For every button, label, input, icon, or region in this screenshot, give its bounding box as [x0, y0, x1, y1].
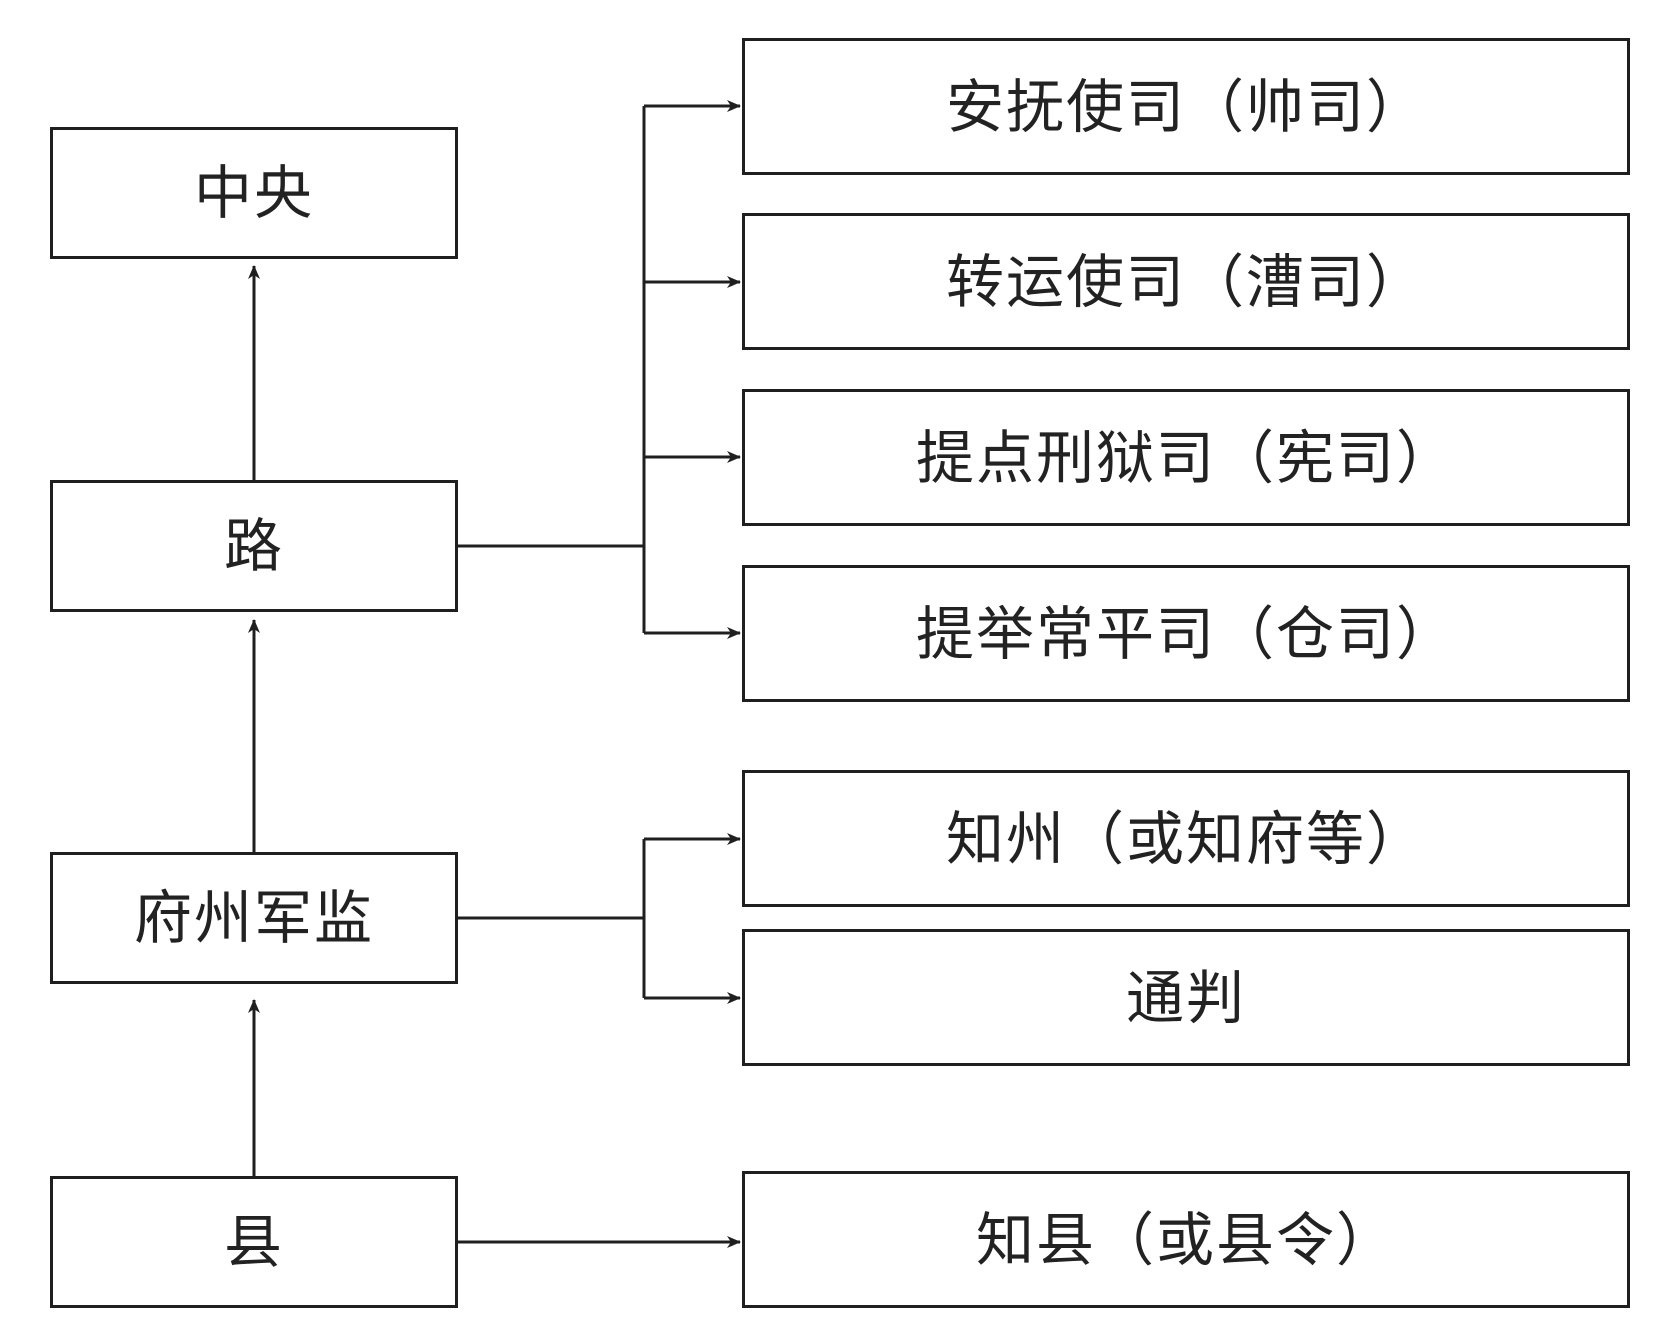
box-xian: 县 [50, 1176, 458, 1308]
box-zhixian-label: 知县（或县令） [975, 1205, 1396, 1274]
box-xian-label: 县 [223, 1208, 284, 1276]
box-anfushi-label: 安抚使司（帅司） [945, 72, 1426, 141]
box-zhuanyunshi-label: 转运使司（漕司） [945, 247, 1426, 316]
box-central: 中央 [50, 127, 458, 259]
box-tongpan-label: 通判 [1125, 963, 1246, 1032]
box-zhuanyunshi: 转运使司（漕司） [742, 213, 1630, 350]
box-tijuchangping-label: 提举常平司（仓司） [915, 599, 1456, 668]
box-zhizhou-label: 知州（或知府等） [945, 804, 1426, 873]
box-central-label: 中央 [193, 159, 314, 227]
box-tijuchangping: 提举常平司（仓司） [742, 565, 1630, 702]
box-anfushi: 安抚使司（帅司） [742, 38, 1630, 175]
box-fuzhoujunjian: 府州军监 [50, 852, 458, 984]
box-tidianxingyu: 提点刑狱司（宪司） [742, 389, 1630, 526]
box-tidianxingyu-label: 提点刑狱司（宪司） [915, 423, 1456, 492]
box-lu: 路 [50, 480, 458, 612]
box-zhixian: 知县（或县令） [742, 1171, 1630, 1308]
box-lu-label: 路 [223, 512, 284, 580]
box-tongpan: 通判 [742, 929, 1630, 1066]
box-fuzhoujunjian-label: 府州军监 [133, 884, 374, 952]
box-zhizhou: 知州（或知府等） [742, 770, 1630, 907]
